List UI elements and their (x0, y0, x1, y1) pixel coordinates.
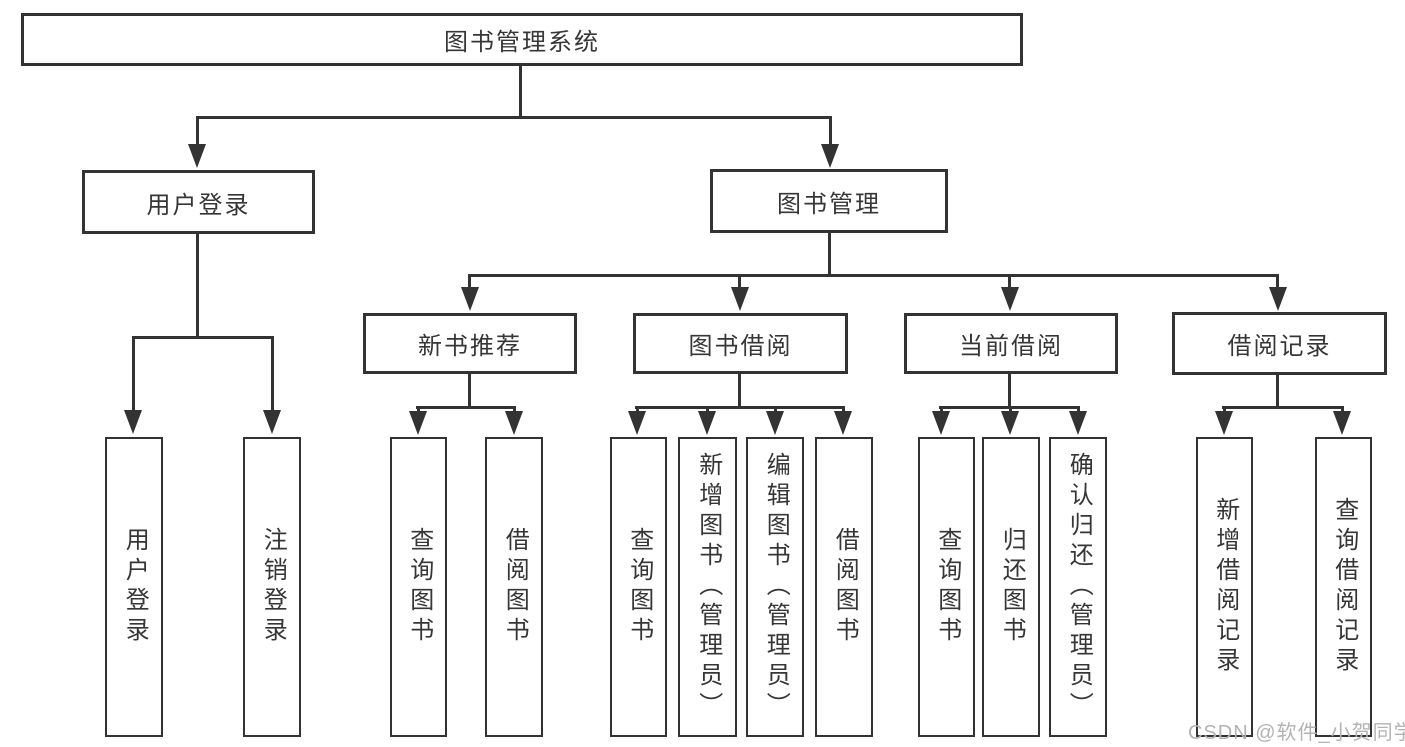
node-root-label: 图书管理系统 (444, 29, 600, 56)
leaf-return-books: 归还图书 (982, 437, 1040, 737)
leaf-label: 新增借阅记录 (1211, 497, 1239, 677)
arrowhead-down-icon (628, 411, 646, 435)
leaf-label: 借阅图书 (501, 527, 529, 647)
arrowhead-down-icon (505, 411, 523, 435)
connector-line (468, 274, 471, 290)
connector-line (738, 374, 741, 408)
node-book-management-label: 图书管理 (777, 190, 881, 218)
node-current-borrowing-label: 当前借阅 (959, 333, 1063, 360)
connector-line (1008, 374, 1011, 408)
node-book-management: 图书管理 (710, 169, 948, 233)
leaf-add-borrow-record: 新增借阅记录 (1196, 437, 1253, 737)
connector-line (1222, 406, 1344, 409)
leaf-add-books-admin: 新增图书（管理员） (678, 437, 737, 737)
node-new-book-recommend: 新书推荐 (363, 313, 577, 374)
leaf-query-borrow-record: 查询借阅记录 (1315, 437, 1372, 737)
node-user-login-label: 用户登录 (146, 191, 251, 219)
arrowhead-down-icon (461, 287, 479, 311)
arrowhead-down-icon (1001, 411, 1019, 435)
connector-line (1008, 274, 1011, 290)
arrowhead-down-icon (1215, 411, 1233, 435)
leaf-label: 查询借阅记录 (1330, 497, 1358, 677)
arrowhead-down-icon (834, 411, 852, 435)
leaf-label: 注销登录 (259, 527, 287, 647)
leaf-confirm-return-admin: 确认归还（管理员） (1049, 437, 1107, 737)
connector-line (828, 233, 831, 277)
node-root: 图书管理系统 (21, 13, 1023, 66)
arrowhead-down-icon (766, 411, 784, 435)
leaf-label: 查询图书 (933, 527, 961, 647)
connector-line (468, 274, 1279, 277)
connector-line (468, 374, 471, 408)
node-borrowing-records-label: 借阅记录 (1227, 333, 1332, 360)
arrowhead-down-icon (1069, 411, 1087, 435)
arrowhead-down-icon (1333, 411, 1351, 435)
watermark: CSDN @软件_小贺同学 (1188, 722, 1405, 744)
connector-line (132, 336, 274, 339)
arrowhead-down-icon (1269, 287, 1287, 311)
node-book-borrowing-label: 图书借阅 (688, 333, 793, 360)
arrowhead-down-icon (188, 144, 206, 168)
connector-line (738, 274, 741, 290)
node-current-borrowing: 当前借阅 (904, 313, 1118, 374)
leaf-label: 查询图书 (625, 527, 653, 647)
arrowhead-down-icon (821, 144, 839, 168)
arrowhead-down-icon (124, 410, 142, 434)
connector-line (829, 116, 832, 148)
leaf-logout: 注销登录 (243, 437, 301, 737)
connector-line (196, 116, 199, 148)
arrowhead-down-icon (263, 410, 281, 434)
connector-line (416, 406, 516, 409)
arrowhead-down-icon (731, 287, 749, 311)
connector-line (635, 406, 845, 409)
leaf-label: 编辑图书（管理员） (762, 452, 790, 722)
node-borrowing-records: 借阅记录 (1172, 312, 1387, 375)
arrowhead-down-icon (698, 411, 716, 435)
node-new-book-recommend-label: 新书推荐 (418, 333, 522, 360)
connector-line (196, 116, 832, 119)
connector-line (1276, 375, 1279, 408)
leaf-borrow-books: 借阅图书 (815, 437, 873, 737)
node-user-login: 用户登录 (82, 170, 315, 234)
connector-line (132, 336, 135, 412)
leaf-label: 归还图书 (998, 527, 1026, 647)
leaf-label: 借阅图书 (831, 527, 859, 647)
leaf-user-login: 用户登录 (105, 437, 163, 737)
connector-line (519, 65, 522, 118)
node-book-borrowing: 图书借阅 (633, 313, 848, 374)
connector-line (271, 336, 274, 412)
leaf-query-books-recommend: 查询图书 (390, 437, 447, 737)
leaf-label: 用户登录 (121, 527, 149, 647)
arrowhead-down-icon (1001, 287, 1019, 311)
arrowhead-down-icon (932, 411, 950, 435)
leaf-edit-books-admin: 编辑图书（管理员） (746, 437, 804, 737)
leaf-query-books-borrowing: 查询图书 (610, 437, 667, 737)
leaf-label: 查询图书 (405, 527, 433, 647)
leaf-query-books-current: 查询图书 (918, 437, 975, 737)
connector-line (1276, 274, 1279, 290)
arrowhead-down-icon (409, 411, 427, 435)
leaf-label: 新增图书（管理员） (694, 452, 722, 722)
leaf-label: 确认归还（管理员） (1065, 452, 1093, 722)
connector-line (196, 234, 199, 338)
leaf-borrow-books-recommend: 借阅图书 (485, 437, 543, 737)
